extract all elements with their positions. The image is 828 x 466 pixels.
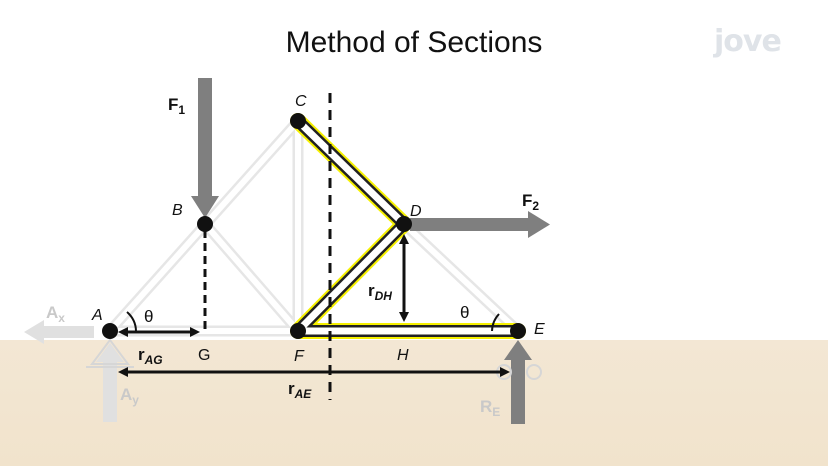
force-ax-arrow xyxy=(24,320,94,344)
node-label-g: G xyxy=(198,347,210,364)
force-f1-arrow xyxy=(191,78,219,218)
node-label-c: C xyxy=(295,93,307,110)
distance-label-rdh: rDH xyxy=(368,281,392,303)
distance-label-rag: rAG xyxy=(138,345,163,367)
jove-logo: jove xyxy=(714,24,782,59)
force-re-arrow xyxy=(504,340,532,424)
angle-label-a: θ xyxy=(144,307,153,326)
node-label-f: F xyxy=(294,348,305,365)
force-ay-arrow xyxy=(96,343,124,422)
angle-label-e: θ xyxy=(460,303,469,322)
node-label-d: D xyxy=(410,203,422,220)
force-f2-arrow xyxy=(410,211,550,238)
distance-label-rae: rAE xyxy=(288,379,312,401)
force-label-f1: F1 xyxy=(168,95,185,117)
angle-arc-a xyxy=(126,311,137,332)
force-label-f2: F2 xyxy=(522,191,539,213)
force-label-ay: Ay xyxy=(120,385,139,407)
joints xyxy=(102,113,526,339)
node-label-e: E xyxy=(534,321,545,338)
force-label-re: RE xyxy=(480,397,500,419)
force-label-ax: Ax xyxy=(46,303,65,325)
node-label-b: B xyxy=(172,202,183,219)
angle-arc-e xyxy=(491,313,500,332)
slide-title: Method of Sections xyxy=(285,26,543,59)
node-label-a: A xyxy=(91,307,103,324)
pin-support-a xyxy=(86,338,134,368)
node-label-h: H xyxy=(397,347,409,364)
